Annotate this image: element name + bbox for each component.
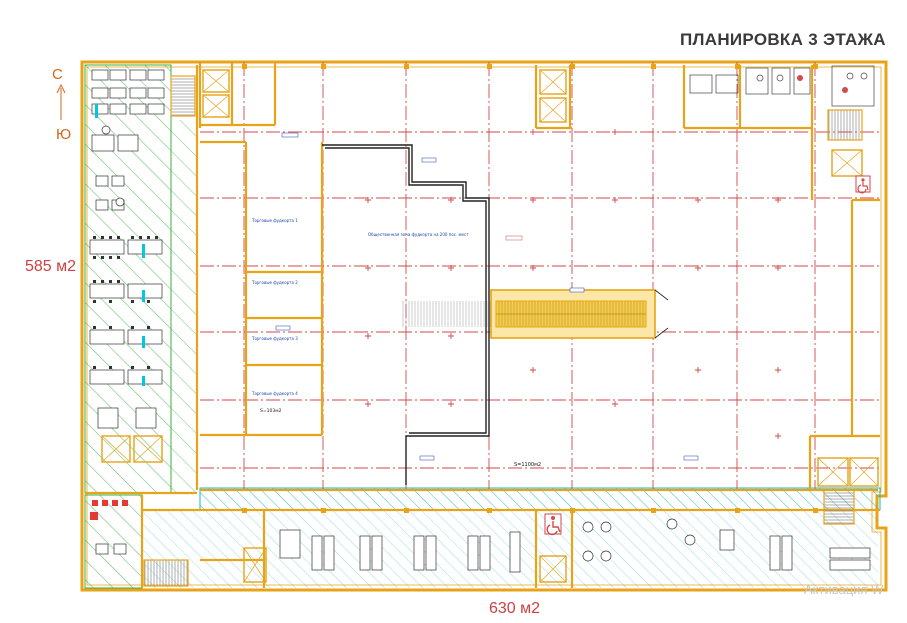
zone-label-1: Торговые фудкорта 1: [251, 218, 298, 223]
north-arrow-icon: [56, 84, 66, 120]
area-label-south: 630 м2: [489, 600, 541, 617]
compass-south-label: Ю: [56, 126, 72, 143]
accessibility-icon: [544, 175, 871, 536]
structural-columns: [242, 64, 818, 513]
workstations-south: [95, 529, 871, 573]
chairs-west: [93, 236, 158, 369]
zone-label-2: Торговые фудкорта 2: [251, 280, 298, 285]
red-furniture: [90, 500, 128, 520]
structural-grid: [200, 62, 880, 490]
zone-label-4: Торговые фудкорта 4: [251, 391, 298, 396]
office-zone-southwest: [84, 494, 143, 589]
page-title: ПЛАНИРОВКА 3 ЭТАЖА: [680, 30, 886, 49]
area-label-west: 585 м2: [25, 258, 77, 275]
restrooms: [689, 65, 875, 107]
room-tags: [275, 132, 699, 461]
cyan-markers: [95, 104, 145, 386]
round-tables: [101, 125, 696, 562]
elevator-icon: [101, 69, 879, 583]
compass-north-label: С: [52, 66, 63, 83]
corridor-south: [199, 487, 881, 511]
watermark: Активация W: [804, 582, 884, 597]
food-court-hall: [322, 144, 490, 485]
ceiling-fixtures: [365, 129, 781, 439]
escalator-icon: [402, 289, 669, 339]
area-small-label: S=103м2: [260, 408, 282, 414]
walls: [85, 62, 880, 588]
zone-label-3: Торговые фудкорта 3: [251, 336, 298, 341]
workstations-west: [89, 69, 165, 429]
hall-label: Общественная зона фудкорта на 200 пос. м…: [368, 232, 469, 237]
area-main-label: S=1100м2: [514, 462, 541, 468]
stair-icon: [143, 75, 863, 587]
